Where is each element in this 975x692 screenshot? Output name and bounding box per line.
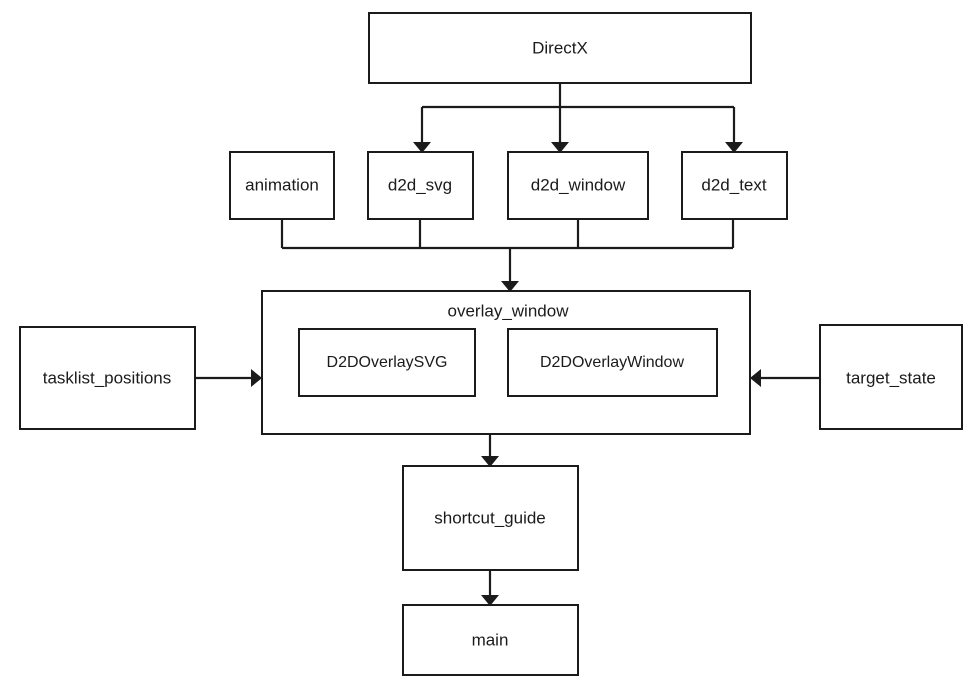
node-shortcut-guide-box[interactable] [402,465,579,571]
arrowhead-overlay-to-shortcutguide [481,456,499,467]
node-directx[interactable]: DirectX [368,12,752,84]
node-d2d-svg[interactable]: d2d_svg [367,151,474,220]
node-d2d-svg-label: d2d_svg [388,175,452,194]
node-target-state-box[interactable] [819,324,963,430]
edge-overlay-to-shortcutguide [481,434,499,467]
edge-layer [195,83,820,606]
node-overlay-window-group[interactable]: overlay_window D2DOverlaySVG D2DOverlayW… [261,290,751,435]
arrowhead-directx-to-d2dsvg [413,142,431,153]
node-shortcut-guide[interactable]: shortcut_guide [402,465,579,571]
node-d2d-overlay-svg-label: D2DOverlaySVG [327,354,448,371]
edge-directx-fanout [413,83,743,153]
arrowhead-shortcutguide-to-main [481,595,499,606]
arrowhead-directx-to-d2dtext [725,142,743,153]
node-d2d-overlay-window-label: D2DOverlayWindow [540,354,684,371]
node-overlay-window-label: overlay_window [448,301,570,320]
node-animation[interactable]: animation [229,151,335,220]
arrowhead-tasklist-to-overlay [251,369,262,387]
edge-tasklist-to-overlay [195,369,262,387]
node-d2d-svg-box[interactable] [367,151,474,220]
arrowhead-modules-to-overlay [501,281,519,292]
node-main-box[interactable] [402,604,579,676]
node-target-state-label: target_state [846,368,936,387]
node-d2d-text[interactable]: d2d_text [681,151,788,220]
node-d2d-window-box[interactable] [507,151,649,220]
node-shortcut-guide-label: shortcut_guide [434,508,546,527]
node-directx-label: DirectX [532,38,588,57]
node-main[interactable]: main [402,604,579,676]
node-d2d-overlay-window-box[interactable] [507,328,718,397]
node-d2d-overlay-window[interactable]: D2DOverlayWindow [507,328,718,397]
node-d2d-overlay-svg[interactable]: D2DOverlaySVG [298,328,476,397]
node-tasklist-positions-label: tasklist_positions [43,368,172,387]
node-d2d-text-box[interactable] [681,151,788,220]
node-tasklist-positions-box[interactable] [19,326,196,430]
edge-modules-to-overlay [280,219,735,292]
node-tasklist-positions[interactable]: tasklist_positions [19,326,196,430]
node-d2d-window[interactable]: d2d_window [507,151,649,220]
node-directx-box[interactable] [368,12,752,84]
node-d2d-window-label: d2d_window [531,175,626,194]
node-target-state[interactable]: target_state [819,324,963,430]
node-animation-box[interactable] [229,151,335,220]
node-animation-label: animation [245,175,319,194]
edge-targetstate-to-overlay [750,369,820,387]
arrowhead-directx-to-d2dwindow [551,142,569,153]
node-d2d-text-label: d2d_text [701,175,766,194]
node-main-label: main [472,630,509,649]
arrowhead-targetstate-to-overlay [750,369,761,387]
edge-shortcutguide-to-main [481,570,499,606]
node-d2d-overlay-svg-box[interactable] [298,328,476,397]
